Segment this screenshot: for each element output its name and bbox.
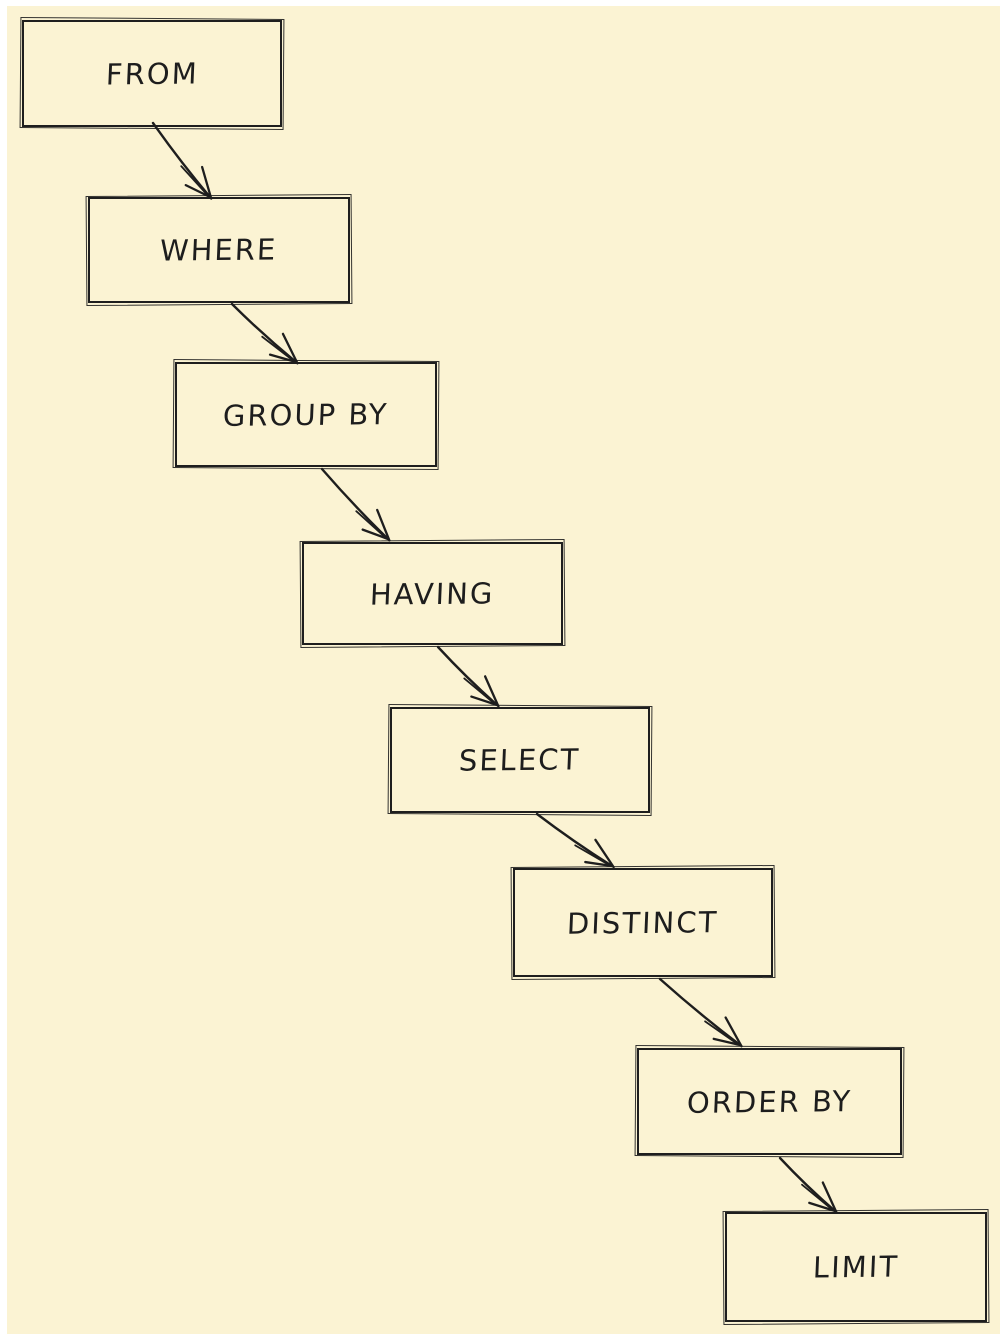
node-select-label: SELECT (458, 742, 582, 778)
node-select: SELECT (390, 707, 650, 813)
arrow-stroke (376, 508, 391, 542)
node-from-label: FROM (104, 56, 200, 91)
arrow-stroke (724, 1016, 743, 1048)
node-where: WHERE (88, 197, 350, 303)
node-order-by: ORDER BY (637, 1048, 902, 1155)
node-limit-label: LIMIT (812, 1249, 900, 1285)
arrow-stroke (268, 353, 298, 364)
node-group-by: GROUP BY (175, 362, 437, 467)
arrow-stroke (184, 183, 212, 199)
arrow-stroke (574, 844, 609, 865)
arrow-stroke (801, 1183, 832, 1210)
arrow-stroke (483, 675, 500, 708)
arrow-stroke (808, 1201, 837, 1213)
arrow-stroke (180, 165, 208, 195)
arrow-stroke (535, 812, 614, 868)
arrow-stroke (361, 528, 390, 541)
arrow-stroke (658, 977, 742, 1047)
node-from: FROM (22, 20, 282, 127)
node-where-label: WHERE (159, 232, 279, 268)
node-group-by-label: GROUP BY (222, 396, 390, 433)
arrow-stroke (151, 121, 212, 199)
arrow-stroke (594, 838, 615, 869)
arrow-stroke (261, 335, 293, 361)
arrow-stroke (712, 1037, 742, 1047)
node-limit: LIMIT (725, 1212, 987, 1322)
arrow-stroke (200, 165, 213, 200)
node-having-label: HAVING (369, 575, 496, 612)
arrow-stroke (463, 677, 494, 704)
node-distinct-label: DISTINCT (566, 904, 720, 941)
arrow-stroke (821, 1181, 838, 1214)
arrow-stroke (704, 1020, 737, 1044)
arrow-stroke (778, 1156, 837, 1213)
arrow-stroke (320, 467, 390, 541)
node-having: HAVING (302, 542, 563, 645)
arrow-stroke (230, 302, 298, 364)
node-distinct: DISTINCT (513, 868, 773, 977)
arrow-stroke (355, 510, 385, 537)
arrow-stroke (436, 645, 499, 707)
arrow-stroke (470, 695, 499, 707)
arrow-stroke (281, 332, 299, 365)
node-order-by-label: ORDER BY (686, 1083, 853, 1120)
arrow-stroke (584, 860, 614, 868)
